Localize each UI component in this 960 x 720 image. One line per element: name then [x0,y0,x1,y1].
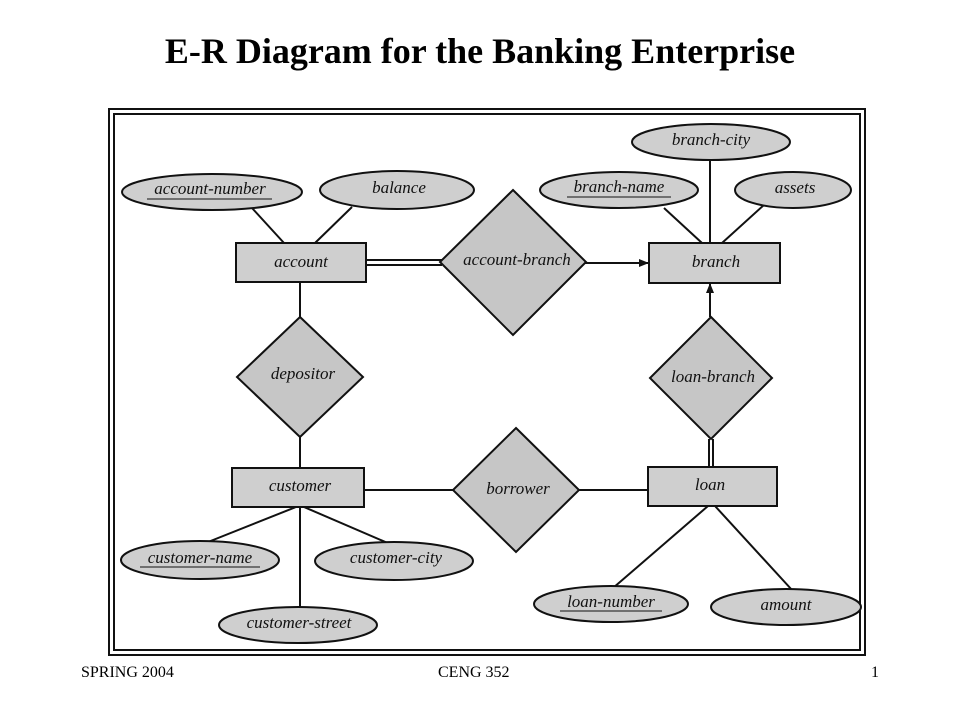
relationship-borrower-label: borrower [486,479,550,498]
attribute-amount[interactable]: amount [710,588,862,626]
entity-loan[interactable]: loan [647,466,778,507]
entity-customer[interactable]: customer [231,467,365,508]
attribute-customer-name-label: customer-name [148,548,253,567]
attribute-customer-city[interactable]: customer-city [314,541,474,581]
diagram-frame-outer [108,108,866,656]
attribute-branch-name[interactable]: branch-name [539,171,699,209]
diagram-frame-inner [113,113,861,651]
entity-loan-label: loan [695,475,725,494]
attribute-branch-city-label: branch-city [672,130,751,149]
attribute-loan-number[interactable]: loan-number [533,585,689,623]
attribute-account-number-label: account-number [154,179,266,198]
entity-branch[interactable]: branch [648,242,781,284]
line-loan-amount [714,505,793,591]
attribute-customer-name[interactable]: customer-name [120,540,280,580]
attribute-balance-label: balance [372,178,426,197]
entity-customer-label: customer [269,476,332,495]
entity-account-label: account [274,252,329,271]
entity-branch-label: branch [692,252,740,271]
line-customer-customer-name [197,506,297,547]
footer-semester: SPRING 2004 [81,664,174,681]
connector-lines [197,160,793,608]
footer-page-number: 1 [871,664,879,681]
entity-account[interactable]: account [235,242,367,283]
line-assets-branch [721,203,766,244]
attribute-customer-street[interactable]: customer-street [218,606,378,644]
attribute-customer-street-label: customer-street [247,613,353,632]
slide-title: E-R Diagram for the Banking Enterprise [164,31,796,71]
attribute-branch-city[interactable]: branch-city [631,123,791,161]
double-line-account-to-account-branch [366,259,442,266]
line-loan-loan-number [612,505,709,589]
attribute-loan-number-label: loan-number [567,592,655,611]
relationship-depositor[interactable]: depositor [235,315,365,439]
relationship-borrower[interactable]: borrower [451,426,581,554]
relationship-loan-branch-label: loan-branch [671,367,755,386]
relationship-depositor-label: depositor [271,364,336,383]
relationship-account-branch-label: account-branch [463,250,571,269]
line-customer-customer-city [303,506,391,545]
attribute-assets-label: assets [775,178,816,197]
line-balance-account [314,206,353,244]
relationship-loan-branch[interactable]: loan-branch [648,315,774,441]
attribute-customer-city-label: customer-city [350,548,443,567]
relationship-account-branch[interactable]: account-branch [438,188,588,337]
attribute-account-number[interactable]: account-number [121,173,303,211]
attribute-amount-label: amount [761,595,813,614]
line-branch-name-branch [663,207,703,244]
attribute-branch-name-label: branch-name [574,177,665,196]
footer-course: CENG 352 [438,664,510,681]
attribute-assets[interactable]: assets [734,171,852,209]
line-account-number-account [251,207,285,244]
attribute-balance[interactable]: balance [319,170,475,210]
